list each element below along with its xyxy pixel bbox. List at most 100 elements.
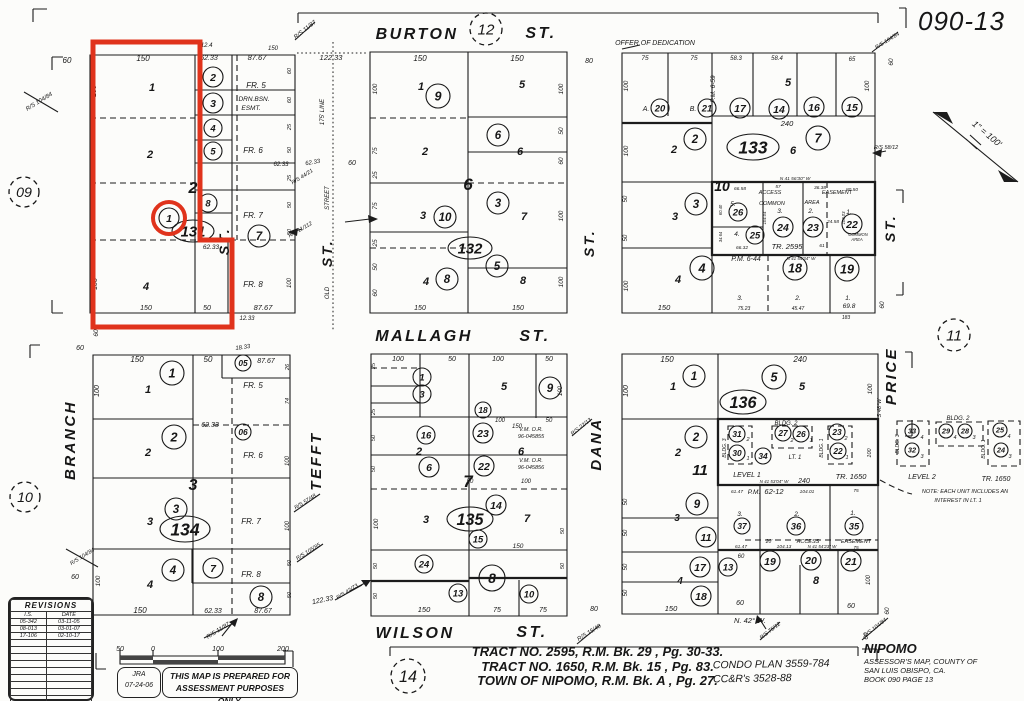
map-label: 60	[71, 574, 79, 581]
street-price: PRICE	[883, 347, 900, 405]
map-label: 100	[623, 280, 630, 291]
condo-plan-note: CONDO PLAN 3559-784 CC&R's 3528-88	[713, 657, 873, 687]
svg-text:135: 135	[456, 511, 484, 529]
map-label: 60	[287, 96, 293, 103]
parcel-number-circle: 35	[844, 516, 864, 536]
parcel-number-circle: 22	[473, 455, 495, 477]
assessment-purpose-stamp: THIS MAP IS PREPARED FOR ASSESSMENT PURP…	[162, 667, 298, 701]
map-label: 104.13	[777, 544, 792, 550]
parcel-number-circle: 19	[834, 256, 860, 282]
svg-text:133: 133	[738, 137, 768, 157]
map-label: 150	[268, 46, 279, 52]
map-label: 3	[423, 514, 429, 526]
svg-text:13: 13	[723, 562, 734, 573]
street-burton-st: ST.	[525, 25, 556, 42]
map-label: 100	[495, 418, 506, 424]
parcel-number-circle: 3	[412, 384, 432, 404]
map-label: 96-045856	[518, 465, 545, 471]
map-label: 80	[585, 58, 593, 65]
map-label: 62.33	[273, 162, 289, 168]
map-label: 150	[660, 355, 674, 364]
map-label: 69.8	[843, 303, 856, 310]
map-label: 150	[513, 543, 524, 550]
parcel-number-circle: 17	[729, 97, 751, 119]
map-label: 60	[736, 600, 744, 607]
map-label: 3	[972, 435, 976, 441]
map-label: 2	[674, 447, 681, 459]
tract-2595-label: TR. 2595	[772, 242, 804, 251]
parcel-number-circle: 3	[486, 191, 510, 215]
parcel-number-circle: 11	[695, 526, 717, 548]
map-label: 100	[392, 356, 404, 363]
map-label: 1.	[845, 295, 851, 302]
map-label: FR. 7	[241, 517, 261, 526]
map-label: 3	[672, 211, 678, 223]
map-label: 61.47	[735, 544, 747, 550]
svg-text:26: 26	[795, 429, 806, 439]
map-label: 87.67	[254, 608, 273, 615]
parcel-number-circle: 19	[759, 550, 781, 572]
parcel-number-circle: 4	[203, 118, 223, 138]
map-label: 150	[512, 305, 524, 312]
map-label: 100.03	[841, 211, 846, 224]
map-label: 240	[780, 119, 794, 128]
svg-text:9: 9	[434, 90, 441, 104]
street-burton: BURTON	[376, 26, 459, 43]
map-label: 3.	[737, 511, 743, 518]
map-label: STREET	[325, 185, 331, 210]
svg-text:15: 15	[846, 102, 858, 114]
map-label: R/S 11/87	[206, 621, 232, 640]
map-label: A.	[642, 106, 650, 113]
block-131-lines	[89, 54, 296, 314]
parcel-number-circle: 32	[904, 442, 920, 458]
block-134-lines	[92, 354, 291, 616]
map-label: 50	[623, 498, 629, 505]
map-label: 50	[558, 127, 565, 135]
parcel-number-circle: 13	[448, 583, 468, 603]
old-block-11: 11	[692, 462, 708, 479]
parcel-number-circle: 7	[202, 557, 224, 579]
map-label: 36.38	[814, 185, 826, 191]
svg-text:06: 06	[238, 427, 248, 437]
map-label: 150	[418, 605, 431, 614]
svg-text:19: 19	[840, 263, 854, 277]
map-label: 80.50	[846, 187, 858, 193]
svg-text:2: 2	[169, 431, 177, 445]
map-label: 62.33	[305, 159, 321, 168]
map-label: 50	[560, 562, 566, 569]
svg-text:18: 18	[788, 262, 802, 276]
scale-label: 50	[116, 646, 124, 653]
map-label: 2.	[807, 208, 814, 215]
parcel-number-circle: 06	[234, 423, 252, 441]
map-label: 62.33	[204, 608, 222, 615]
parcel-number-circle: 16	[416, 425, 436, 445]
map-label: 62-12	[764, 487, 784, 496]
map-label: 3.	[777, 208, 783, 215]
parcel-number-circle: 16	[803, 96, 825, 118]
svg-text:134: 134	[170, 519, 200, 539]
map-label: FR. 6	[243, 451, 263, 460]
parcel-number-circle: 4	[161, 558, 185, 582]
svg-text:15: 15	[473, 534, 484, 545]
map-label: N 41 56'30" W	[780, 176, 811, 182]
parcel-number-circle: 2	[161, 424, 187, 450]
svg-text:6: 6	[426, 462, 432, 474]
map-label: 1	[145, 384, 151, 396]
parcel-number-circle: 2	[684, 425, 708, 449]
block-number-ellipse: 134	[159, 515, 211, 543]
map-label: 1	[809, 438, 812, 444]
old-block-10: 10	[714, 178, 730, 194]
map-label: 6	[790, 145, 797, 157]
map-label: 57	[775, 184, 781, 190]
svg-text:25: 25	[749, 230, 761, 241]
map-label: 122.33	[320, 53, 344, 62]
map-label: 75	[372, 147, 379, 155]
svg-text:136: 136	[729, 394, 757, 412]
svg-text:17: 17	[734, 103, 747, 115]
svg-text:17: 17	[694, 562, 707, 574]
map-label: TR. 1650	[982, 476, 1011, 483]
old-block-7: 7	[463, 472, 474, 491]
svg-text:3: 3	[419, 389, 425, 400]
map-label: 60	[888, 58, 895, 66]
